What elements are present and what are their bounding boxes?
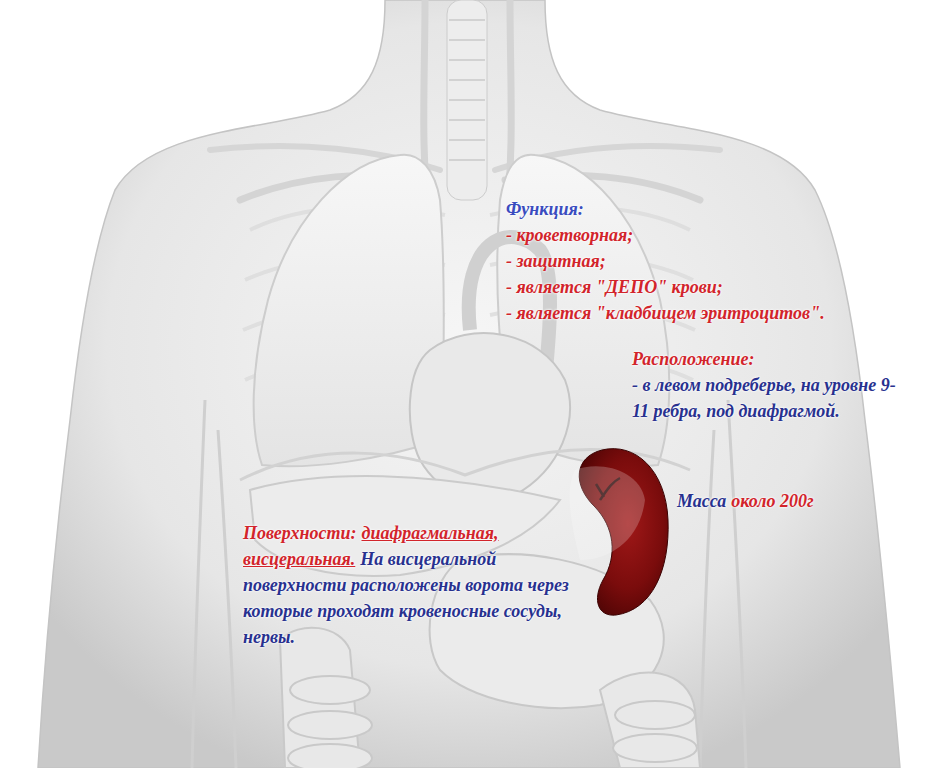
annotation-text: - кроветворная; — [506, 222, 825, 248]
annotation-block: Массаоколо 200г — [677, 488, 819, 514]
annotation-text: Расположение: — [632, 346, 908, 372]
annotation-text: - является "кладбищем эритроцитов". — [506, 300, 825, 326]
annotation-block: Поверхности:диафрагмальная, висцеральная… — [243, 520, 599, 650]
intestines — [280, 628, 700, 768]
annotation-text: - является "ДЕПО" крови; — [506, 274, 825, 300]
heart — [410, 333, 570, 501]
annotation-text: Функция: — [506, 196, 825, 222]
trachea — [447, 0, 487, 200]
annotation-text: Масса — [677, 491, 726, 511]
neck-vessels — [240, 0, 700, 230]
annotation-block: Функция:- кроветворная;- защитная;- явля… — [506, 196, 825, 326]
annotation-text: - в левом подреберье, на уровне 9-11 реб… — [632, 372, 908, 424]
annotation-block: Расположение:- в левом подреберье, на ур… — [632, 346, 908, 424]
annotation-text: около 200г — [731, 491, 813, 511]
annotation-text: - защитная; — [506, 248, 825, 274]
stomach-overlay — [570, 466, 645, 560]
annotation-text: Поверхности: — [243, 523, 356, 543]
